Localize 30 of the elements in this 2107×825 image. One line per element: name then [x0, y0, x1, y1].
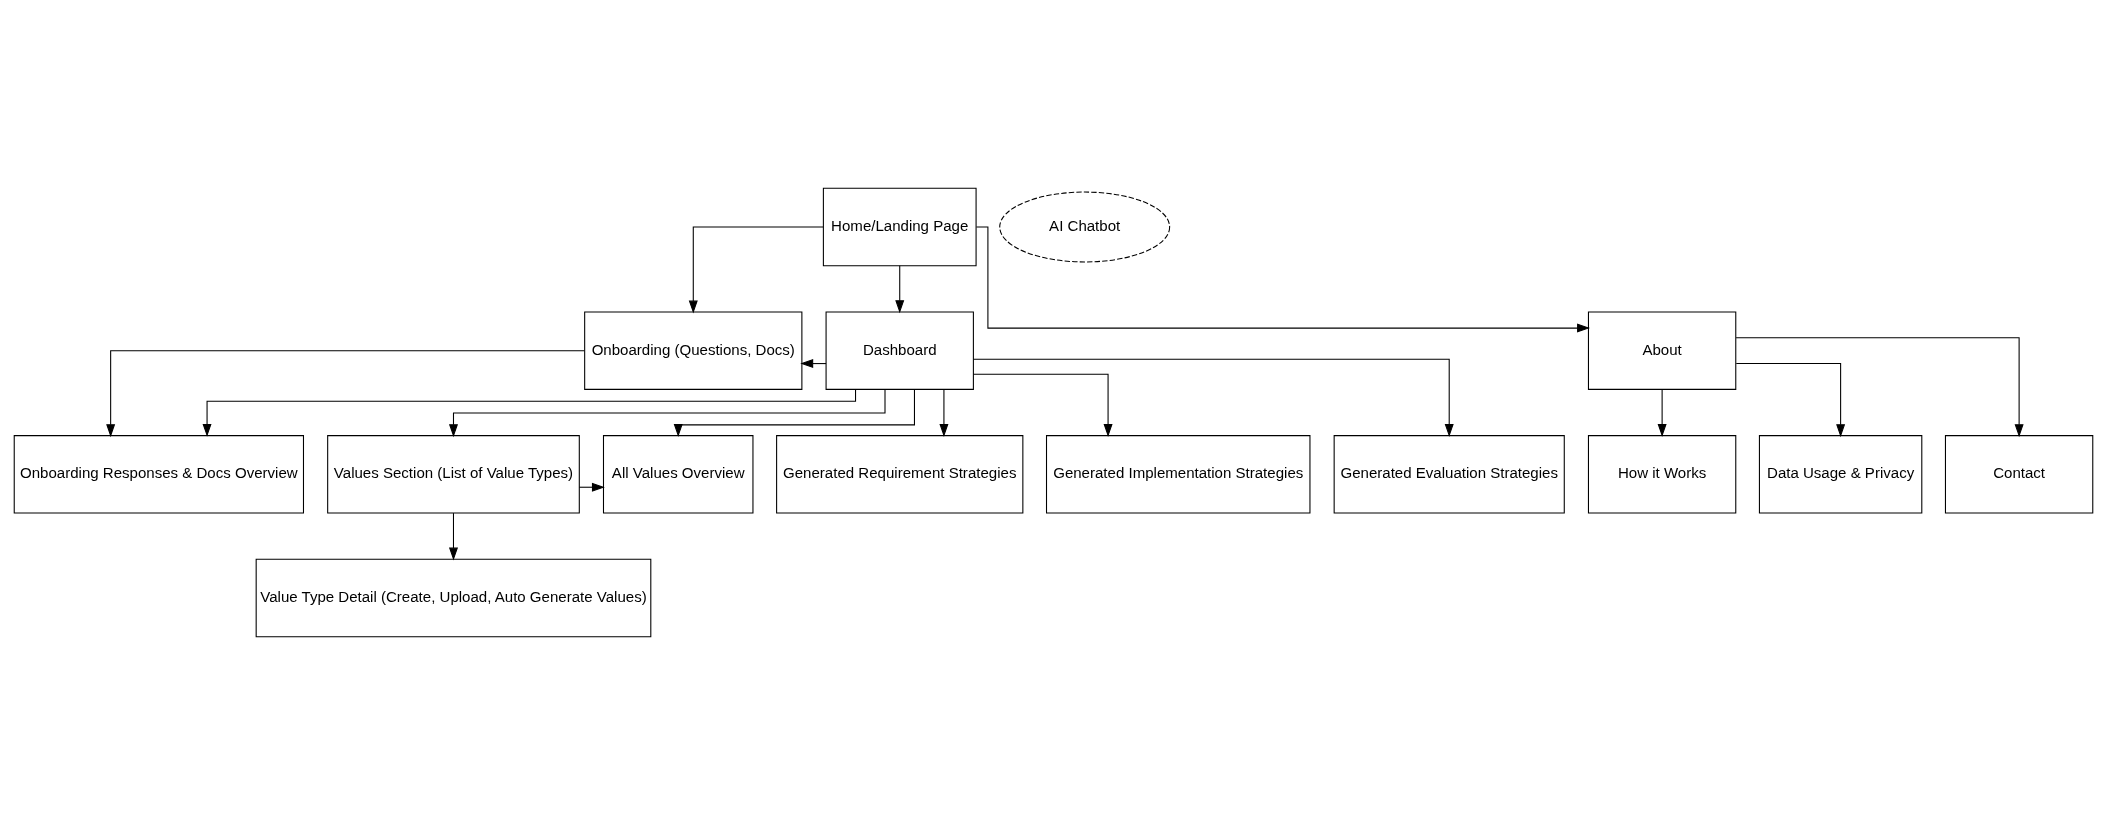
arrow [448, 388, 886, 438]
arrow [578, 482, 605, 492]
node-box: Generated Implementation Strategies [1045, 435, 1311, 514]
node-box: Home/Landing Page [822, 187, 977, 267]
node-box: Value Type Detail (Create, Upload, Auto Generate Values) [255, 558, 652, 638]
node-box: Generated Requirement Strategies [776, 435, 1024, 514]
node-box: Dashboard [825, 311, 974, 390]
node-box: Values Section (List of Value Types) [327, 435, 580, 514]
arrow [939, 388, 949, 437]
arrow [1657, 388, 1667, 437]
node-box: Onboarding Responses & Docs Overview [13, 435, 305, 514]
arrow [106, 350, 585, 438]
arrow [673, 388, 915, 437]
arrow [972, 373, 1113, 437]
node-ellipse: AI Chatbot [999, 191, 1171, 263]
arrow [1735, 337, 2024, 438]
node-box: Contact [1944, 435, 2094, 514]
node-box: Data Usage & Privacy [1758, 435, 1923, 514]
arrow [202, 388, 857, 437]
arrow [973, 358, 1454, 437]
arrow [800, 359, 827, 369]
arrow [448, 512, 458, 561]
node-box: All Values Overview [602, 435, 754, 514]
arrow [895, 265, 905, 314]
node-box: Onboarding (Questions, Docs) [584, 311, 803, 390]
arrow [1735, 363, 1846, 438]
node-box: How it Works [1587, 435, 1737, 514]
node-box: About [1587, 311, 1737, 390]
arrow [688, 226, 824, 314]
node-box: Generated Evaluation Strategies [1333, 435, 1565, 514]
